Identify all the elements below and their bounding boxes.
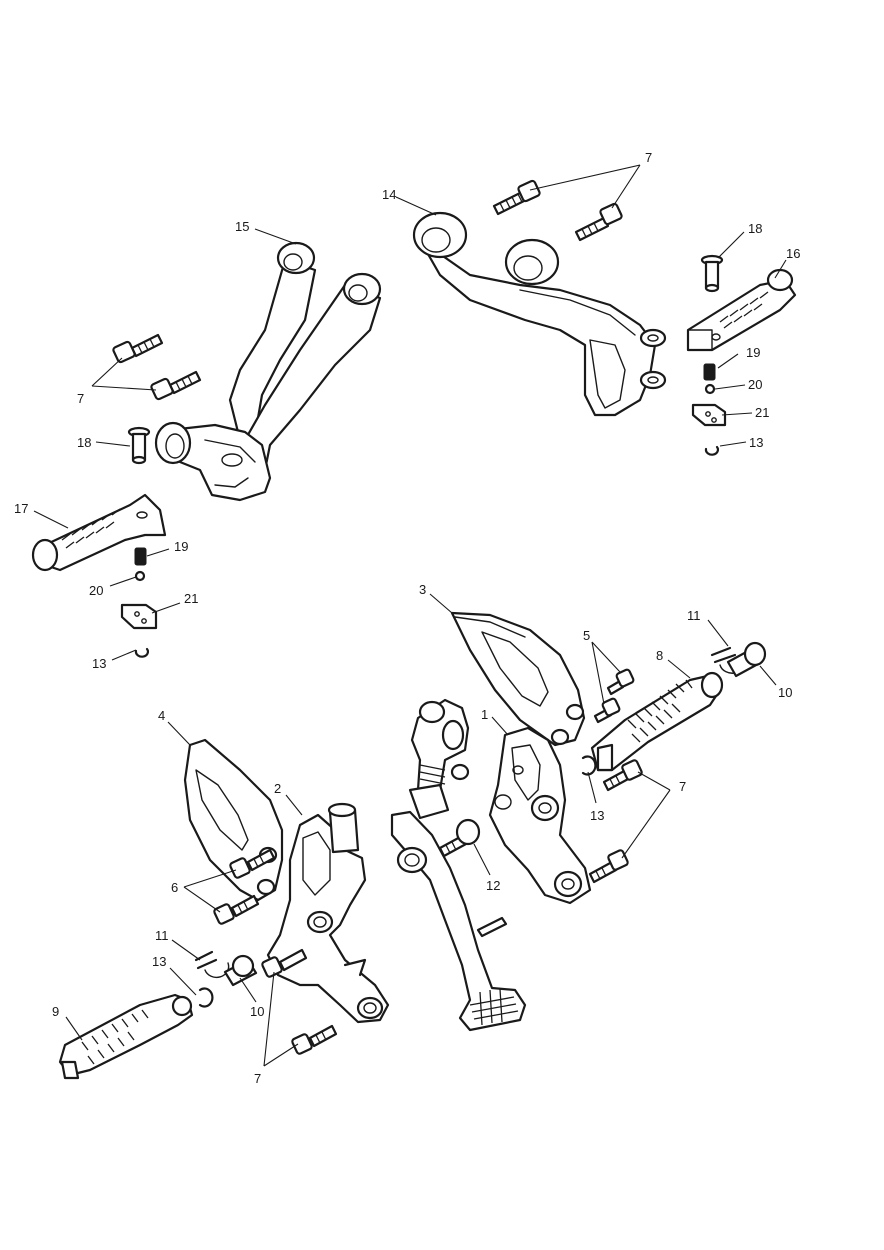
footpeg-9 [58, 993, 194, 1080]
callout-13: 13 [749, 435, 763, 450]
bolt-7-upper-right-b [574, 202, 623, 242]
footpeg-17 [31, 493, 167, 572]
callout-1: 1 [481, 707, 488, 722]
spring-11-left [194, 950, 230, 979]
heel-guard-3 [450, 611, 586, 747]
bolt-7-upper-right-a [492, 179, 541, 216]
bolt-7-upper-left-a [112, 333, 164, 364]
callout-7: 7 [77, 391, 84, 406]
callout-19: 19 [746, 345, 760, 360]
brake-pedal [390, 810, 527, 1032]
callout-12: 12 [486, 878, 500, 893]
callout-11: 11 [155, 928, 169, 943]
bolt-7-lower-right-b [588, 849, 629, 884]
ball-20-right [704, 383, 716, 395]
callout-16: 16 [786, 246, 800, 261]
callout-2: 2 [274, 781, 281, 796]
callout-18: 18 [748, 221, 762, 236]
bolt-6-a [229, 848, 276, 879]
circlip-13-lower-left [198, 987, 214, 1008]
callout-18: 18 [77, 435, 91, 450]
footrest-hanger-1 [488, 726, 592, 905]
callout-3: 3 [419, 582, 426, 597]
callout-20: 20 [89, 583, 103, 598]
pin-10-right [726, 641, 767, 678]
callout-10: 10 [250, 1004, 264, 1019]
callout-7: 7 [254, 1071, 261, 1086]
pivot-bolt-12 [438, 818, 481, 858]
callout-8: 8 [656, 648, 663, 663]
callout-17: 17 [14, 501, 28, 516]
footrest-hanger-2 [266, 802, 390, 1024]
bolt-7-lower-left-a [261, 948, 308, 978]
pivot-pin-18-right [700, 254, 724, 293]
pin-10-left [223, 954, 258, 987]
brake-master-linkage [408, 698, 470, 820]
circlip-13-right [704, 445, 720, 456]
bolt-7-lower-right-a [602, 759, 643, 792]
bolt-7-lower-left-b [291, 1024, 338, 1055]
footpeg-8 [590, 671, 724, 772]
bolt-6-b [213, 894, 260, 925]
callout-14: 14 [382, 187, 396, 202]
leader-lines [33, 164, 787, 1067]
callout-5: 5 [583, 628, 590, 643]
callout-15: 15 [235, 219, 249, 234]
footpeg-16 [686, 268, 797, 352]
callout-21: 21 [184, 591, 198, 606]
callout-13: 13 [590, 808, 604, 823]
bolt-5-a [606, 668, 635, 696]
ball-20-left [134, 570, 146, 582]
spring-19-right [703, 363, 716, 381]
rear-hanger-left [154, 241, 382, 502]
callout-7: 7 [679, 779, 686, 794]
callout-7: 7 [645, 150, 652, 165]
heel-guard-4 [183, 738, 284, 902]
callout-labels: 7 14 15 18 16 7 19 20 18 21 13 17 19 20 … [14, 150, 800, 1086]
plate-21-left [120, 603, 158, 630]
bolt-5-b [593, 697, 621, 724]
callout-10: 10 [778, 685, 792, 700]
callout-9: 9 [52, 1004, 59, 1019]
circlip-13-lower-right [581, 755, 597, 776]
callout-19: 19 [174, 539, 188, 554]
pivot-pin-18-left [127, 426, 151, 465]
callout-6: 6 [171, 880, 178, 895]
callout-20: 20 [748, 377, 762, 392]
callout-13: 13 [92, 656, 106, 671]
callout-4: 4 [158, 708, 165, 723]
callout-11: 11 [687, 608, 701, 623]
circlip-13-left [134, 647, 150, 658]
rear-hanger-right [412, 211, 667, 417]
bolt-7-upper-left-b [150, 370, 202, 401]
spring-19-left [134, 547, 147, 566]
callout-13: 13 [152, 954, 166, 969]
callout-21: 21 [755, 405, 769, 420]
plate-21-right [691, 403, 727, 427]
